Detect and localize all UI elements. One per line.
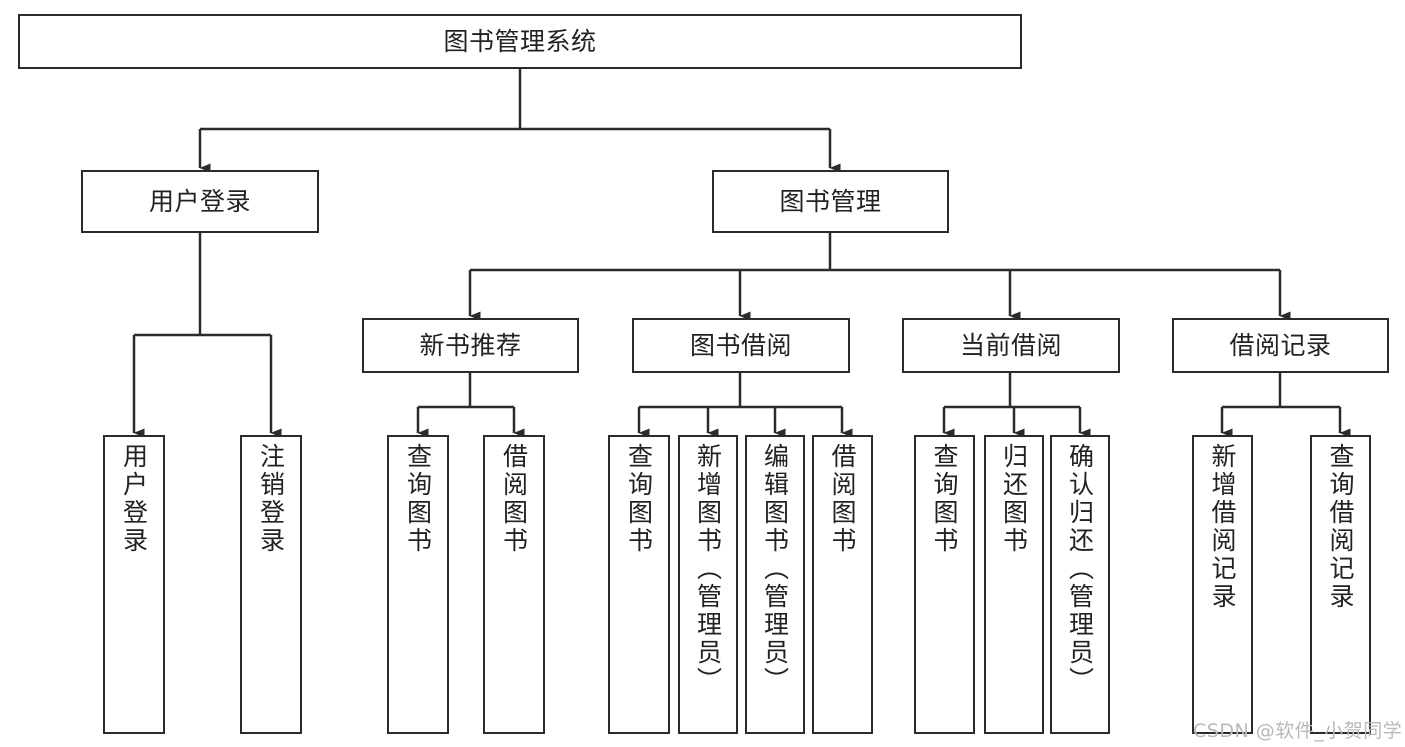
node-user-login[interactable]: 用户登录 [81,170,319,233]
node-label: 当前借阅 [959,330,1062,360]
node-current-borrow[interactable]: 当前借阅 [902,318,1120,373]
node-label: 查询图书 [930,443,959,555]
leaf-node[interactable]: 查询图书 [914,435,975,734]
node-label: 新书推荐 [419,330,522,360]
watermark: CSDN @软件_小贺同学 [1193,720,1403,742]
node-root[interactable]: 图书管理系统 [18,14,1022,69]
leaf-node[interactable]: 借阅图书 [483,435,545,734]
leaf-node[interactable]: 归还图书 [984,435,1044,734]
node-book-borrow[interactable]: 图书借阅 [632,318,850,373]
leaf-node[interactable]: 新增图书（管理员） [678,435,738,734]
node-label: 新增图书（管理员） [693,443,723,695]
node-label: 查询图书 [403,443,433,555]
leaf-node[interactable]: 注销登录 [240,435,302,734]
node-label: 图书管理系统 [443,26,597,56]
leaf-node[interactable]: 用户登录 [103,435,165,734]
node-label: 借阅图书 [499,443,529,555]
node-label: 图书借阅 [689,330,792,360]
node-new-book-recommend[interactable]: 新书推荐 [362,318,579,373]
node-label: 用户登录 [119,443,149,555]
leaf-node[interactable]: 查询借阅记录 [1310,435,1371,734]
node-label: 查询图书 [624,443,654,555]
node-book-management[interactable]: 图书管理 [712,170,949,233]
node-label: 编辑图书（管理员） [760,443,790,695]
leaf-node[interactable]: 确认归还（管理员） [1050,435,1110,734]
leaf-node[interactable]: 查询图书 [608,435,670,734]
node-label: 注销登录 [256,443,286,555]
node-label: 确认归还（管理员） [1065,443,1095,695]
node-label: 借阅图书 [828,443,857,555]
node-label: 用户登录 [148,186,251,216]
node-label: 借阅记录 [1229,330,1332,360]
leaf-node[interactable]: 新增借阅记录 [1192,435,1253,734]
leaf-node[interactable]: 借阅图书 [812,435,873,734]
node-label: 查询借阅记录 [1326,443,1355,611]
leaf-node[interactable]: 查询图书 [387,435,449,734]
leaf-node[interactable]: 编辑图书（管理员） [745,435,805,734]
node-label: 新增借阅记录 [1208,443,1237,611]
node-label: 图书管理 [779,186,882,216]
node-borrow-records[interactable]: 借阅记录 [1172,318,1389,373]
node-label: 归还图书 [999,443,1029,555]
